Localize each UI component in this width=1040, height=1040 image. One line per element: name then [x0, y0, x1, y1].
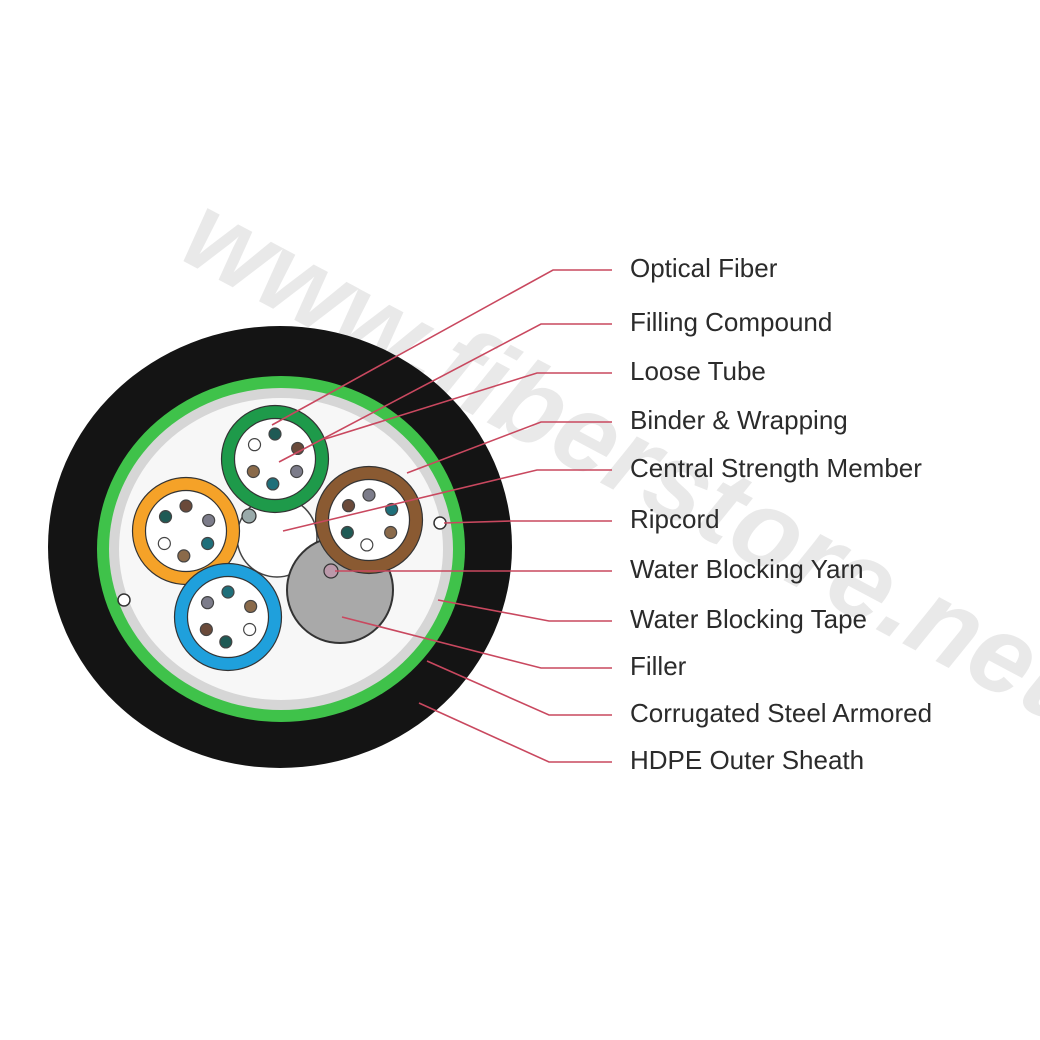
leader-line: [443, 520, 612, 524]
optical-fiber: [244, 599, 258, 614]
leader-line: [282, 469, 612, 532]
callout-binder-wrapping: Binder & Wrapping: [406, 405, 848, 474]
leader-line: [437, 599, 612, 622]
optical-fiber: [157, 536, 171, 551]
optical-fiber: [290, 464, 304, 479]
optical-fiber: [177, 549, 191, 563]
loose-tube: [131, 476, 241, 586]
optical-fiber: [200, 596, 215, 610]
callout-label: Loose Tube: [630, 356, 766, 386]
callout-label: Filler: [630, 651, 687, 681]
optical-fiber: [158, 510, 173, 524]
callout-hdpe-outer-sheath: HDPE Outer Sheath: [418, 702, 864, 775]
callout-label: Optical Fiber: [630, 253, 778, 283]
callout-water-blocking-yarn: Water Blocking Yarn: [335, 554, 864, 584]
callout-loose-tube: Loose Tube: [324, 356, 766, 440]
callout-label: Corrugated Steel Armored: [630, 698, 932, 728]
cable: [48, 326, 512, 768]
optical-fiber: [266, 477, 280, 491]
optical-fiber: [201, 536, 215, 551]
callout-label: HDPE Outer Sheath: [630, 745, 864, 775]
leader-line: [418, 702, 612, 763]
leader-line: [426, 660, 612, 716]
optical-fiber: [362, 488, 376, 502]
water-blocking-yarn: [241, 508, 257, 524]
optical-fiber: [202, 513, 216, 528]
callout-label: Water Blocking Tape: [630, 604, 867, 634]
loose-tube: [173, 562, 283, 672]
callout-filling-compound: Filling Compound: [278, 307, 832, 463]
callout-label: Central Strength Member: [630, 453, 922, 483]
optical-fiber: [268, 427, 282, 441]
callout-central-strength-member: Central Strength Member: [282, 453, 922, 532]
optical-fiber: [360, 538, 374, 552]
leader-line: [341, 616, 612, 669]
ripcord: [117, 593, 131, 607]
optical-fiber: [221, 585, 235, 599]
optical-fiber: [199, 622, 213, 637]
optical-fiber: [179, 499, 193, 513]
leader-line: [406, 421, 612, 474]
optical-fiber: [341, 499, 356, 513]
optical-fiber: [219, 635, 233, 649]
callout-label: Ripcord: [630, 504, 720, 534]
callout-ripcord: Ripcord: [443, 504, 720, 534]
optical-fiber: [246, 464, 260, 479]
callout-label: Water Blocking Yarn: [630, 554, 864, 584]
leader-line: [324, 372, 612, 440]
callout-label: Filling Compound: [630, 307, 832, 337]
callout-corrugated-steel-armored: Corrugated Steel Armored: [426, 660, 932, 728]
leader-line: [271, 269, 612, 426]
callout-optical-fiber: Optical Fiber: [271, 253, 778, 426]
leader-line: [278, 323, 612, 463]
callout-water-blocking-tape: Water Blocking Tape: [437, 599, 867, 634]
callout-label: Binder & Wrapping: [630, 405, 848, 435]
callout-filler: Filler: [341, 616, 687, 681]
optical-fiber: [340, 525, 354, 540]
optical-fiber: [243, 622, 257, 637]
optical-fiber: [384, 525, 398, 540]
optical-fiber: [247, 438, 262, 452]
loose-tube: [220, 404, 330, 514]
